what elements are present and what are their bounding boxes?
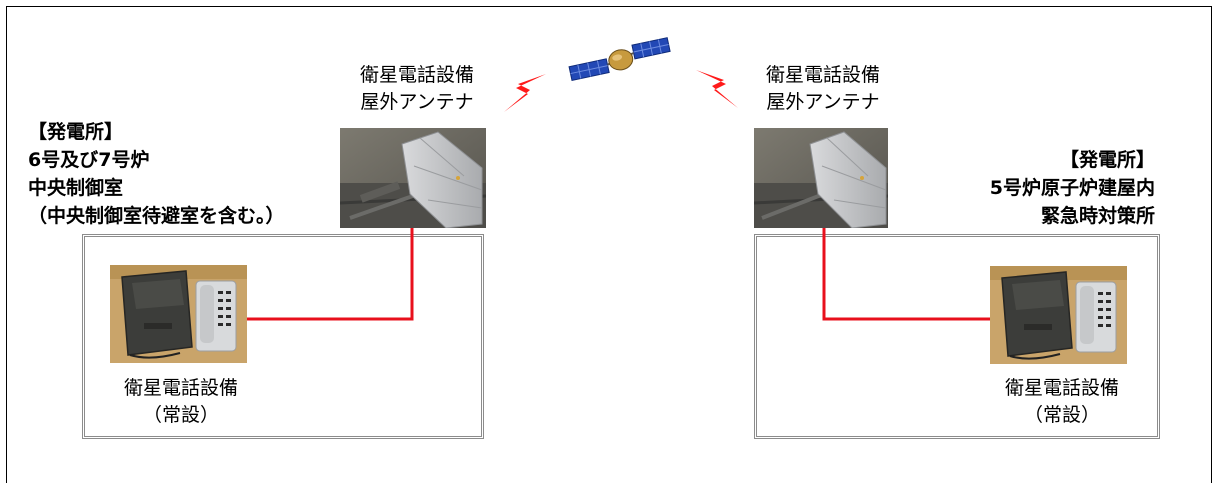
right-site-header: 【発電所】 5号炉原子炉建屋内 緊急時対策所 bbox=[990, 146, 1155, 230]
right-connection-line bbox=[822, 228, 990, 321]
antenna-left-label-line: 衛星電話設備 bbox=[359, 64, 474, 86]
phone-right-label-line: 衛星電話設備 bbox=[1004, 377, 1119, 399]
left-connection-line bbox=[247, 228, 414, 321]
outdoor-antenna-icon bbox=[754, 128, 888, 228]
lightning-signal-icon bbox=[504, 74, 546, 112]
antenna-left-label-line: 屋外アンテナ bbox=[360, 91, 474, 113]
right-site-header-line: 【発電所】 bbox=[1059, 149, 1155, 171]
phone-left-label: 衛星電話設備 （常設） bbox=[96, 375, 266, 429]
diagram-frame bbox=[6, 6, 1212, 483]
satellite-icon bbox=[568, 37, 671, 81]
right-site-header-line: 緊急時対策所 bbox=[1040, 205, 1155, 227]
satellite-phone-icon bbox=[990, 266, 1127, 364]
antenna-right-label-line: 屋外アンテナ bbox=[766, 91, 880, 113]
outdoor-antenna-icon bbox=[340, 128, 486, 228]
antenna-right-label: 衛星電話設備 屋外アンテナ bbox=[738, 62, 908, 116]
satellite-phone-icon bbox=[110, 265, 247, 363]
left-site-header-line: 中央制御室 bbox=[28, 177, 124, 199]
left-site-header: 【発電所】 6号及び7号炉 中央制御室 （中央制御室待避室を含む。） bbox=[28, 118, 285, 230]
phone-left-label-line: 衛星電話設備 bbox=[123, 377, 238, 399]
antenna-left-label: 衛星電話設備 屋外アンテナ bbox=[332, 62, 502, 116]
antenna-right-label-line: 衛星電話設備 bbox=[765, 64, 880, 86]
right-site-header-line: 5号炉原子炉建屋内 bbox=[989, 177, 1155, 199]
left-site-header-line: （中央制御室待避室を含む。） bbox=[28, 205, 285, 227]
phone-left-label-line: （常設） bbox=[142, 404, 219, 426]
left-site-header-line: 【発電所】 bbox=[28, 121, 124, 143]
lightning-signal-icon bbox=[696, 70, 738, 108]
left-site-header-line: 6号及び7号炉 bbox=[28, 149, 150, 171]
phone-right-label-line: （常設） bbox=[1023, 404, 1100, 426]
phone-right-label: 衛星電話設備 （常設） bbox=[977, 375, 1147, 429]
